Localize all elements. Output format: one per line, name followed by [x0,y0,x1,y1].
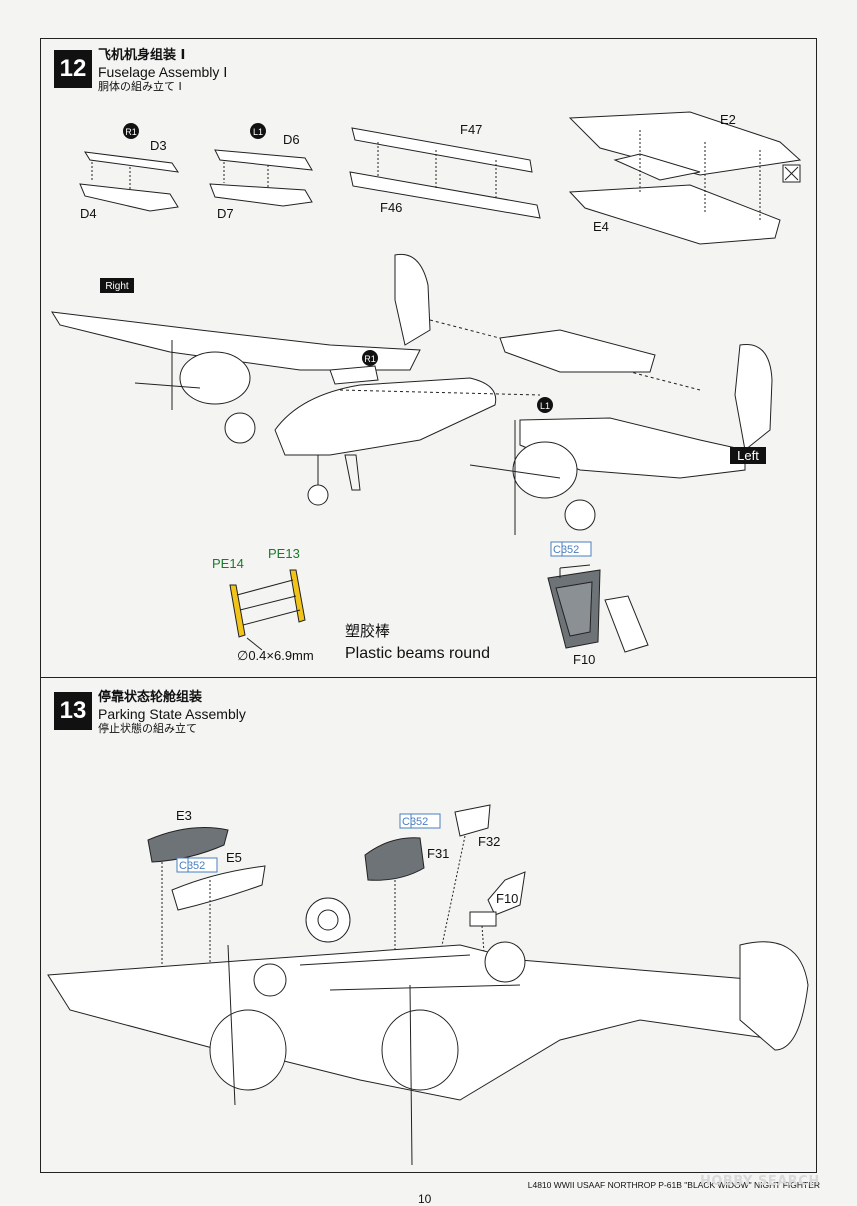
tag-right: Right [100,278,134,293]
label-pe13: PE13 [268,546,300,561]
step-number: 12 [54,50,92,88]
part-f46-f47-drawing [349,127,541,219]
step-number: 13 [54,692,92,730]
watermark: HOBBY SEARCH [700,1174,820,1189]
svg-text:Left: Left [737,448,759,463]
part-f32-drawing [439,804,491,956]
beam-label-en: Plastic beams round [345,645,490,662]
title-en: Parking State Assembly [98,706,246,722]
label-f46: F46 [380,200,402,215]
label-d4: D4 [80,206,97,221]
aircraft-parking-view [47,897,809,1166]
step-titles: 停靠状态轮舱组装 Parking State Assembly 停止状態の組み立… [98,690,246,736]
title-ja: 胴体の組み立て Ⅰ [98,80,182,93]
label-e5: E5 [226,850,242,865]
title-zh: 停靠状态轮舱组装 [98,690,203,705]
page-number: 10 [418,1192,432,1206]
part-f31-drawing [364,837,425,985]
part-d3-d4-drawing [79,151,180,212]
svg-text:C352: C352 [402,816,428,828]
label-d7: D7 [217,206,234,221]
step-titles: 飞机机身组装 Ⅰ Fuselage Assembly Ⅰ 胴体の組み立て Ⅰ [98,48,227,94]
svg-text:R1: R1 [364,354,376,364]
panel-drawing [499,329,656,373]
label-e2: E2 [720,112,736,127]
marker-l1: L1 [250,123,266,139]
part-f10-drawing [547,564,649,653]
beam-size: ∅0.4×6.9mm [237,648,314,663]
label-f47: F47 [460,122,482,137]
r1-part-drawing [329,365,379,385]
pe-ladder-drawing [229,569,306,651]
label-d6: D6 [283,132,300,147]
svg-text:R1: R1 [125,127,137,137]
label-f10-step13: F10 [496,891,518,906]
footer-caption: L4810 WWII USAAF NORTHROP P-61B "BLACK W… [527,1180,820,1190]
title-ja: 停止状態の組み立て [98,722,197,735]
label-e3: E3 [176,808,192,823]
color-code-e3: C352 [176,857,218,873]
label-pe14: PE14 [212,556,244,571]
label-f31: F31 [427,846,449,861]
title-zh: 飞机机身组装 Ⅰ [98,48,186,63]
aircraft-left-view [469,343,773,535]
marker-r1-aircraft: R1 [362,350,378,366]
svg-text:L1: L1 [540,401,550,411]
marker-l1-aircraft: L1 [537,397,553,413]
label-f32: F32 [478,834,500,849]
tag-left: Left [730,447,766,464]
svg-text:Right: Right [105,281,129,292]
part-e5-drawing [171,865,266,990]
label-e4: E4 [593,219,609,234]
svg-text:C352: C352 [553,544,579,556]
color-code-step12: C352 [550,541,592,557]
marker-r1: R1 [123,123,139,139]
part-f10-step13-drawing [469,871,526,981]
aircraft-right-view [51,253,701,506]
section-divider [40,677,817,678]
svg-text:L1: L1 [253,127,263,137]
beam-label-zh: 塑胶棒 [345,622,390,640]
part-e2-e4-drawing [568,111,802,245]
svg-text:C352: C352 [179,860,205,872]
page-frame [40,38,817,1173]
label-f10: F10 [573,652,595,667]
color-code-f32: C352 [399,813,441,829]
part-d6-d7-drawing [209,149,313,207]
label-d3: D3 [150,138,167,153]
part-e3-drawing [147,827,229,980]
title-en: Fuselage Assembly Ⅰ [98,64,228,80]
